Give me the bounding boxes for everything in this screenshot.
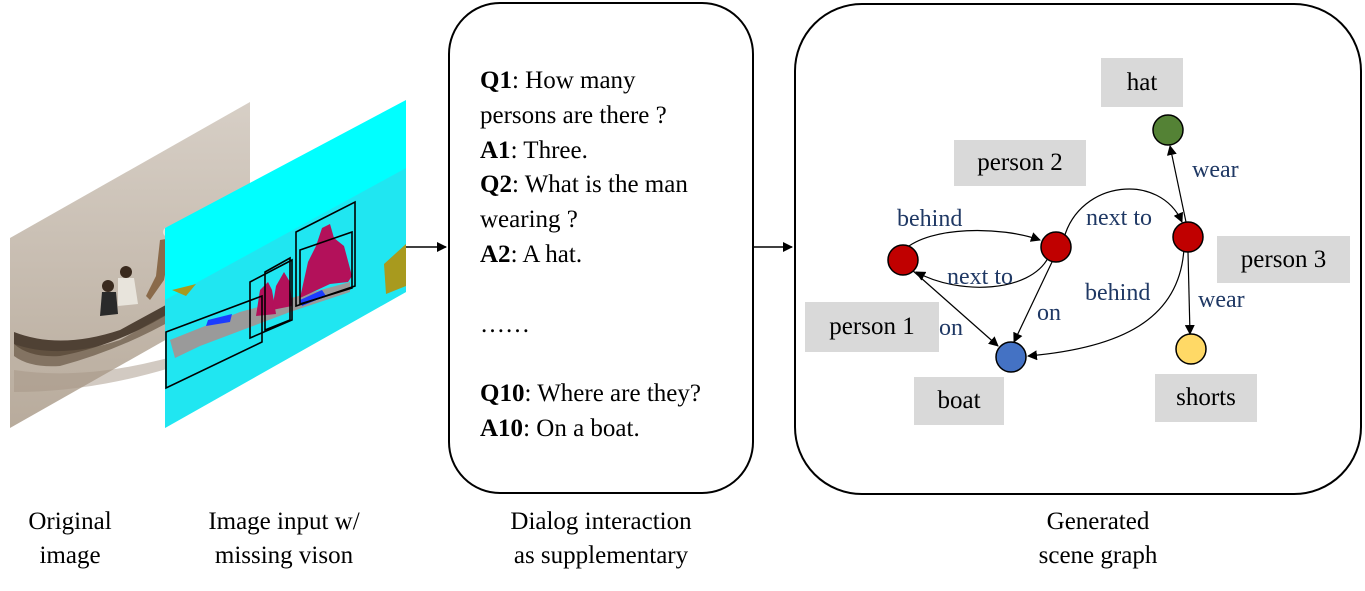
label-shorts: shorts bbox=[1155, 374, 1257, 422]
edge-label-wear-2: wear bbox=[1198, 287, 1245, 313]
segmentation-person-small-2 bbox=[272, 272, 292, 310]
edge-person2-boat-on bbox=[1013, 261, 1053, 343]
photo-content bbox=[14, 227, 180, 392]
edge-label-on-2: on bbox=[1037, 300, 1061, 326]
node-hat bbox=[1152, 114, 1184, 146]
segmentation-olive-2 bbox=[172, 284, 196, 296]
dialog-line-speaker: Q1 bbox=[480, 67, 512, 94]
dialog-line: Q2: What is the man bbox=[480, 168, 701, 203]
edge-person3-boat-behind bbox=[1027, 247, 1185, 361]
edge-label-next-to-2: next to bbox=[1086, 205, 1152, 231]
label-person-2: person 2 bbox=[954, 140, 1086, 186]
edge-person1-person2-behind bbox=[903, 229, 1041, 251]
caption-image-input: Image input w/ missing vison bbox=[184, 505, 384, 573]
node-person-3 bbox=[1172, 221, 1204, 253]
label-person-1: person 1 bbox=[805, 302, 939, 352]
caption-dialog-line-2: as supplementary bbox=[513, 542, 689, 569]
dialog-line-text: wearing ? bbox=[480, 206, 578, 234]
flow-arrows bbox=[406, 242, 793, 252]
caption-graph-line-1: Generated bbox=[1046, 508, 1150, 535]
segmentation-olive bbox=[384, 244, 406, 294]
edge-person2-person1-next-to bbox=[915, 257, 1049, 288]
dialog-line: …… bbox=[480, 308, 701, 343]
edge-person1-boat-on bbox=[911, 269, 999, 347]
original-image-panel bbox=[10, 102, 250, 428]
dialog-line-text: : Where are they? bbox=[524, 380, 701, 408]
node-person-2 bbox=[1040, 231, 1072, 263]
dialog-line: A10: On a boat. bbox=[480, 412, 701, 447]
segmentation-blue-2 bbox=[206, 314, 232, 326]
edge-person2-person3-next-to bbox=[1063, 188, 1183, 239]
label-person-3: person 3 bbox=[1217, 236, 1350, 283]
dialog-line-speaker: Q10 bbox=[480, 380, 525, 408]
segmentation-person-small-1 bbox=[256, 282, 276, 316]
dialog-line-text: …… bbox=[480, 310, 530, 338]
dialog-line-text: persons are there ? bbox=[480, 101, 667, 129]
segmentation-person-large bbox=[300, 224, 352, 298]
caption-scene-graph: Generated scene graph bbox=[998, 505, 1198, 573]
dialog-line-text: : What is the man bbox=[511, 171, 688, 199]
caption-graph-line-2: scene graph bbox=[1038, 542, 1158, 569]
node-boat bbox=[995, 341, 1027, 373]
bounding-boxes bbox=[165, 200, 356, 390]
dialog-line-speaker: Q2 bbox=[480, 171, 512, 199]
dialog-line-text: : On a boat. bbox=[523, 414, 640, 442]
caption-dialog: Dialog interaction as supplementary bbox=[470, 505, 732, 573]
label-boat: boat bbox=[914, 377, 1004, 425]
edge-label-behind-2: behind bbox=[1085, 280, 1150, 306]
dialog-line-text: : How many bbox=[511, 67, 636, 94]
dialog-line-speaker: A1 bbox=[480, 136, 511, 164]
caption-input-line-1: Image input w/ bbox=[208, 508, 360, 535]
scene-graph-box bbox=[794, 3, 1362, 495]
edge-label-wear-1: wear bbox=[1192, 157, 1239, 183]
caption-original-line-1: Original bbox=[28, 508, 112, 535]
node-person-1 bbox=[887, 244, 919, 276]
edge-label-on-1: on bbox=[939, 315, 963, 341]
segmentation-input-panel bbox=[165, 100, 406, 428]
dialog-box bbox=[448, 2, 754, 494]
edge-label-next-to-1: next to bbox=[947, 264, 1013, 290]
dialog-line: Q1: How many bbox=[480, 64, 701, 99]
caption-original-line-2: image bbox=[39, 542, 101, 569]
edge-person3-hat-wear bbox=[1166, 145, 1187, 223]
label-hat: hat bbox=[1101, 58, 1183, 107]
dialog-line-speaker: A2 bbox=[480, 240, 511, 268]
dialog-line: wearing ? bbox=[480, 203, 701, 238]
dialog-line: A2: A hat. bbox=[480, 238, 701, 273]
caption-dialog-line-1: Dialog interaction bbox=[510, 508, 692, 535]
dialog-line-text: : A hat. bbox=[510, 240, 583, 268]
dialog-line: Q10: Where are they? bbox=[480, 377, 701, 412]
dialog-line: A1: Three. bbox=[480, 134, 701, 169]
edge-label-behind-1: behind bbox=[897, 206, 962, 232]
edge-person3-shorts-wear bbox=[1184, 251, 1195, 335]
caption-input-line-2: missing vison bbox=[214, 542, 354, 569]
node-shorts bbox=[1175, 333, 1207, 365]
dialog-line: persons are there ? bbox=[480, 99, 701, 134]
dialog-line-text: : Three. bbox=[510, 136, 588, 164]
dialog-line-speaker: A10 bbox=[480, 414, 524, 442]
caption-original-image: Original image bbox=[0, 505, 140, 573]
